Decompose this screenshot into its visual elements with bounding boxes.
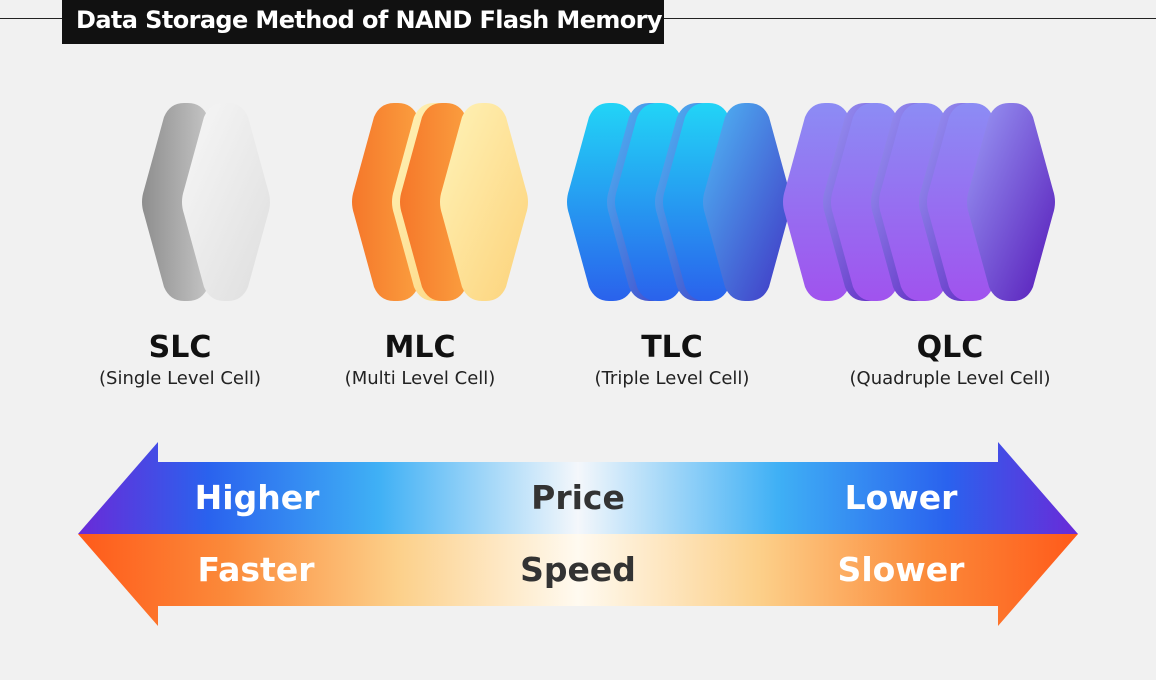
tlc-label: TLC [641,330,703,365]
cell-illustrations [0,88,1156,328]
tlc-layer-face [703,103,791,301]
price-label: Price [531,478,625,517]
slc-fullname: (Single Level Cell) [99,368,261,389]
tlc-cell-stack [567,103,791,301]
slc-cell-stack [142,103,270,301]
slc-layer-face [182,103,270,301]
qlc-layer [927,103,1055,301]
slc-label: SLC [148,330,212,365]
speed-label: Speed [520,550,636,589]
tlc-layer [663,103,791,301]
speed-slow-label: Slower [837,550,965,589]
qlc-cell-stack [783,103,1055,301]
price-arrow [78,442,1078,534]
mlc-layer-face [440,103,528,301]
price-low-label: Lower [844,478,958,517]
tlc-fullname: (Triple Level Cell) [594,368,750,389]
price-speed-arrows [78,442,1078,626]
cells-graphic [142,103,1055,301]
qlc-label: QLC [916,330,984,365]
page-title: Data Storage Method of NAND Flash Memory [62,0,664,44]
mlc-fullname: (Multi Level Cell) [344,368,496,389]
qlc-fullname: (Quadruple Level Cell) [849,368,1051,389]
qlc-layer-face [967,103,1055,301]
mlc-cell-stack [352,103,528,301]
speed-fast-label: Faster [197,550,315,589]
mlc-label: MLC [384,330,456,365]
speed-arrow [78,534,1078,626]
mlc-layer [400,103,528,301]
price-high-label: Higher [194,478,320,517]
slc-layer [142,103,270,301]
